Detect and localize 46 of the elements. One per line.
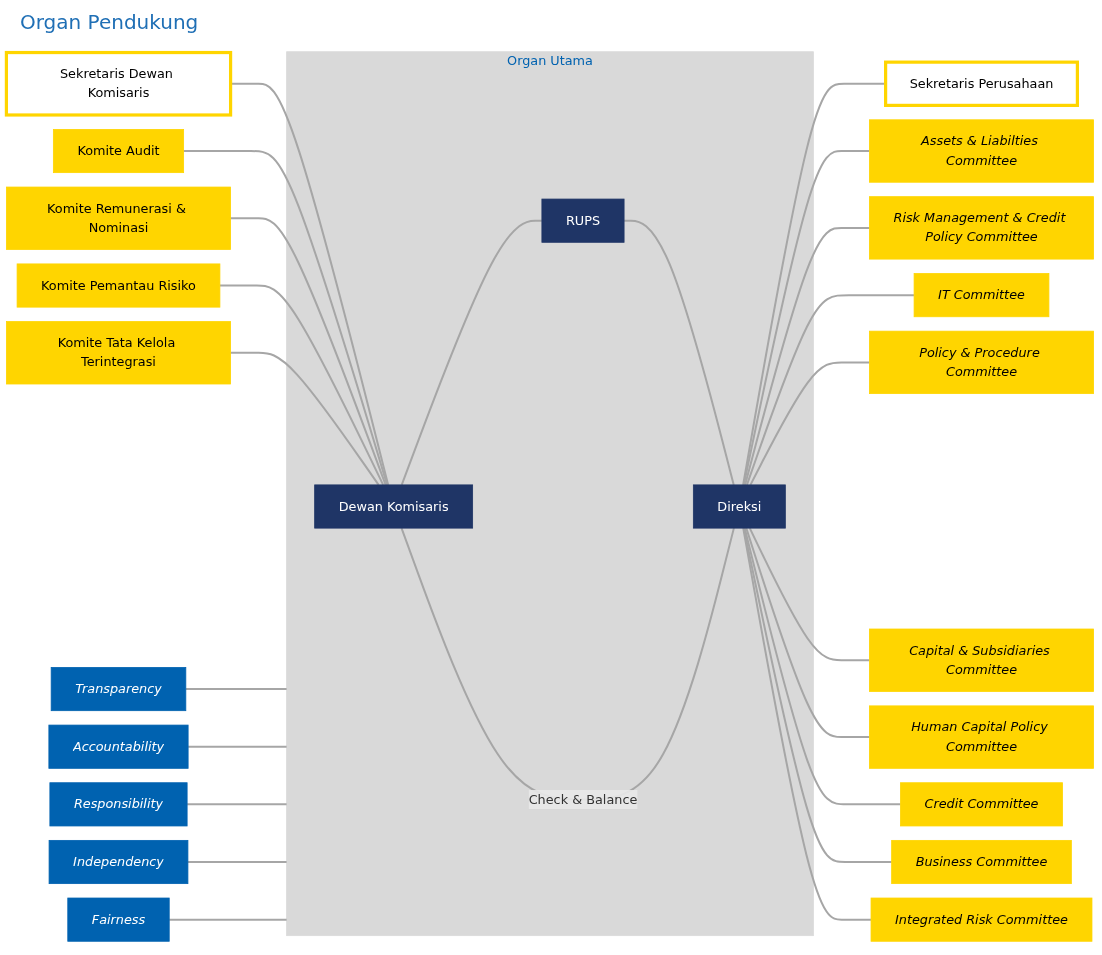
connector [168, 918, 288, 921]
section-label: Organ Pendukung [20, 10, 199, 34]
connector [186, 803, 288, 806]
node-box: Independency [48, 840, 189, 884]
node-box: Risk Management & Credit Policy Committee [869, 196, 1094, 260]
connector [400, 219, 543, 486]
node-box: Policy & Procedure Committee [869, 330, 1094, 394]
connector [218, 284, 385, 486]
connector [186, 861, 288, 863]
node-box: Transparency [50, 667, 187, 712]
connector [229, 217, 387, 486]
node-box: Responsibility [49, 782, 188, 827]
connector [748, 527, 871, 662]
connector [744, 226, 871, 486]
connector [229, 351, 380, 486]
node-box: Sekretaris Perusahaan [884, 60, 1079, 107]
node-box: Direksi [692, 484, 786, 529]
connector [187, 745, 288, 748]
node-box: Credit Committee [900, 782, 1063, 827]
connector [743, 527, 902, 806]
node-box: IT Committee [913, 273, 1050, 318]
node-box: Dewan Komisaris [314, 484, 473, 529]
connector [623, 219, 735, 486]
connector [182, 150, 389, 486]
node-box: Integrated Risk Committee [870, 897, 1093, 942]
node-box: Human Capital Policy Committee [869, 705, 1094, 769]
node-box: Business Committee [891, 840, 1072, 884]
node-box: Capital & Subsidiaries Committee [869, 628, 1094, 692]
connector [745, 527, 871, 739]
node-box: Komite Pemantau Risiko [16, 263, 221, 308]
node-box: RUPS [541, 198, 625, 243]
connector [229, 82, 390, 486]
node-box: Assets & Liabilties Committee [869, 119, 1094, 183]
node-box: Komite Tata Kelola Terintegrasi [6, 321, 231, 385]
node-box: Accountability [48, 724, 189, 769]
node-box: Komite Audit [52, 129, 185, 174]
connector [742, 150, 871, 486]
node-box: Fairness [67, 897, 170, 942]
connector [742, 527, 873, 921]
connector [745, 294, 916, 486]
node-box: Sekretaris Dewan Komisaris [4, 50, 233, 117]
connector [742, 527, 893, 863]
connector [749, 361, 871, 486]
edge-label: Check & Balance [528, 791, 638, 807]
node-box: Komite Remunerasi & Nominasi [6, 186, 231, 250]
connector [184, 688, 288, 691]
